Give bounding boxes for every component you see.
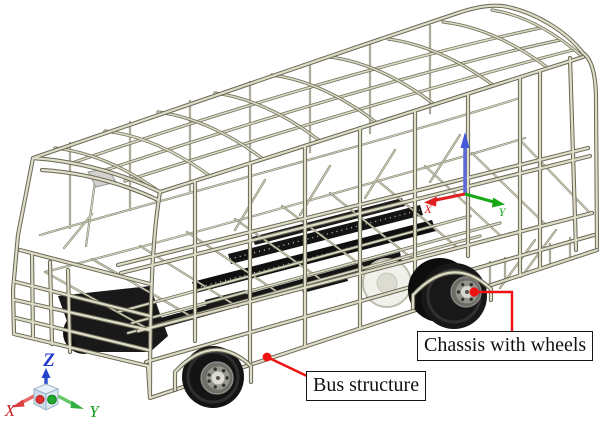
panel-perforations bbox=[195, 209, 433, 289]
roof-frame bbox=[53, 8, 585, 194]
leader-bus-structure bbox=[266, 355, 310, 379]
model-origin-triad: X Y bbox=[423, 132, 507, 219]
view-y-axis-label: Y bbox=[89, 402, 100, 421]
bus-structure-label: Bus structure bbox=[306, 371, 427, 401]
view-x-axis-label: X bbox=[4, 401, 16, 420]
view-y-axis-arrow bbox=[57, 394, 74, 406]
x-axis-arrow bbox=[435, 192, 466, 202]
chassis-with-wheels-label: Chassis with wheels bbox=[417, 331, 594, 361]
front-wheel bbox=[182, 346, 244, 408]
callout-leaders bbox=[262, 287, 514, 379]
view-z-axis-label: Z bbox=[42, 350, 55, 371]
cube-x-dot bbox=[35, 395, 45, 404]
view-orientation-triad: Z X Y bbox=[4, 350, 100, 421]
model-x-axis-label: X bbox=[423, 202, 432, 216]
model-y-axis-label: Y bbox=[499, 205, 507, 219]
y-axis-arrow bbox=[464, 192, 495, 204]
cube-y-dot bbox=[47, 394, 57, 405]
leader-chassis-with-wheels bbox=[474, 290, 514, 331]
rear-wheel bbox=[408, 258, 487, 329]
orientation-cube bbox=[32, 383, 60, 411]
